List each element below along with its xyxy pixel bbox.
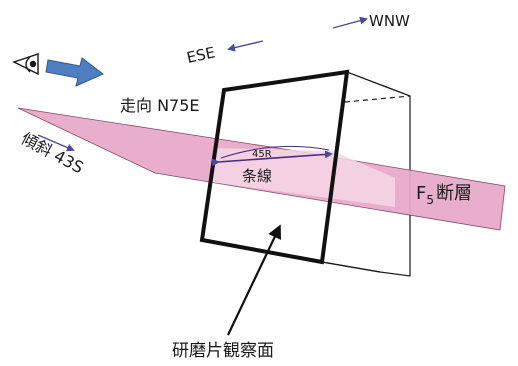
strike-label: 走向 N75E (120, 96, 200, 115)
block-bottom-edge (321, 261, 381, 273)
rake-arc (220, 145, 330, 159)
fault-label-main: F (416, 183, 426, 204)
dip-arrow (37, 134, 75, 152)
thin-section-leader (227, 224, 282, 336)
rake-label: 45R (252, 149, 272, 160)
striation-line (211, 150, 333, 167)
block-top-dashed-edge (344, 95, 411, 103)
eye-icon (12, 53, 39, 76)
fault-label-suffix: 断層 (436, 183, 472, 204)
view-direction-arrow (45, 57, 104, 87)
thin-section-block (199, 69, 411, 273)
ese-label: ESE (185, 43, 217, 67)
wnw-arrow (332, 16, 368, 29)
striation-label: 条線 (242, 167, 272, 185)
ese-arrow (227, 40, 264, 52)
striation-marker (211, 145, 333, 167)
block-top-edge (346, 71, 411, 97)
wnw-label: WNW (369, 12, 410, 30)
thin-section-label: 研磨片観察面 (172, 341, 274, 361)
fault-label-subscript: 5 (426, 193, 434, 207)
